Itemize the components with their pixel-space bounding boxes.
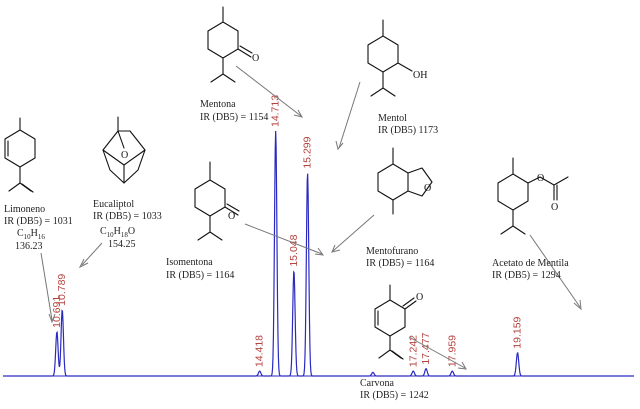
peak-label: 10.789 xyxy=(56,274,68,306)
acetato-name: Acetato de Mentila xyxy=(492,258,569,269)
acetato-carbonyl-oxygen: O xyxy=(551,202,558,213)
peak-label: 10.691 xyxy=(51,296,63,328)
carvona-structure: O xyxy=(374,284,423,360)
eucaliptol-name: Eucaliptol xyxy=(93,199,134,210)
mentofurano-structure: O xyxy=(377,147,433,215)
eucaliptol-ir: IR (DB5) = 1033 xyxy=(93,211,162,222)
arrowhead-isomentona xyxy=(314,247,325,256)
isomentona-name: Isomentona xyxy=(166,257,213,268)
arrowhead-mentona xyxy=(293,109,304,118)
limoneno-mass: 136.23 xyxy=(15,241,43,252)
mentol-name: Mentol xyxy=(378,113,407,124)
isomentona-structure: O xyxy=(194,161,240,241)
acetato-ether-oxygen: O xyxy=(537,173,544,184)
limoneno-formula: C10H16 xyxy=(17,228,45,241)
acetato-ir: IR (DB5) = 1294 xyxy=(492,270,561,281)
mentol-ir: IR (DB5) 1173 xyxy=(378,125,438,136)
peak-label: 19.159 xyxy=(512,316,524,348)
arrowhead-carvona xyxy=(457,361,467,370)
arrow-acetato xyxy=(529,234,581,308)
arrowhead-eucaliptol xyxy=(78,258,89,269)
isomentona-ir: IR (DB5) = 1164 xyxy=(166,270,234,281)
arrow-mentofurano xyxy=(332,214,375,252)
mentofurano-name: Mentofurano xyxy=(366,246,418,257)
arrow-isomentona xyxy=(244,223,323,255)
peak-label: 17.959 xyxy=(446,335,458,367)
limoneno-structure xyxy=(4,117,36,193)
carvona-oxygen: O xyxy=(416,292,423,303)
mentona-name: Mentona xyxy=(200,99,236,110)
peak-label: 14.418 xyxy=(254,335,266,367)
arrow-mentol xyxy=(338,81,361,149)
eucaliptol-mass: 154.25 xyxy=(108,239,136,250)
mentona-ir: IR (DB5) = 1154 xyxy=(200,112,268,123)
arrowhead-limoneno xyxy=(48,313,56,324)
eucaliptol-label: Eucaliptol IR (DB5) = 1033 C10H18O 154.2… xyxy=(93,199,162,250)
peak-label: 17.477 xyxy=(420,332,432,364)
mentofurano-ir: IR (DB5) = 1164 xyxy=(366,258,434,269)
eucaliptol-oxygen: O xyxy=(121,150,128,161)
limoneno-name: Limoneno xyxy=(4,204,45,215)
arrow-limoneno xyxy=(40,252,53,321)
arrowhead-mentofurano xyxy=(331,244,341,253)
arrow-carvona xyxy=(408,336,466,369)
mentofurano-oxygen: O xyxy=(424,183,431,194)
mentona-oxygen: O xyxy=(252,53,259,64)
mentol-hydroxyl: OH xyxy=(413,70,427,81)
limoneno-label: Limoneno IR (DB5) = 1031 C10H16 136.23 xyxy=(4,204,73,252)
signal-trace xyxy=(3,130,634,377)
mentona-structure: O xyxy=(207,6,259,83)
isomentona-oxygen: O xyxy=(228,211,235,222)
peak-label: 15.299 xyxy=(302,136,314,168)
arrow-mentona xyxy=(235,65,302,117)
acetato-structure: O O xyxy=(497,157,569,235)
arrow-eucaliptol xyxy=(81,242,103,266)
peak-label: 15.048 xyxy=(288,234,300,266)
carvona-ir: IR (DB5) = 1242 xyxy=(360,390,429,401)
limoneno-ir: IR (DB5) = 1031 xyxy=(4,216,73,227)
arrows xyxy=(40,65,582,370)
arrowhead-mentol xyxy=(335,140,344,151)
carvona-name: Carvona xyxy=(360,378,394,389)
mentol-structure: OH xyxy=(367,19,427,97)
eucaliptol-formula: C10H18O xyxy=(100,226,135,239)
arrowhead-acetato xyxy=(573,299,582,311)
peak-label: 17.242 xyxy=(407,335,419,367)
peak-label: 14.713 xyxy=(270,95,282,127)
eucaliptol-structure: O xyxy=(102,116,146,184)
